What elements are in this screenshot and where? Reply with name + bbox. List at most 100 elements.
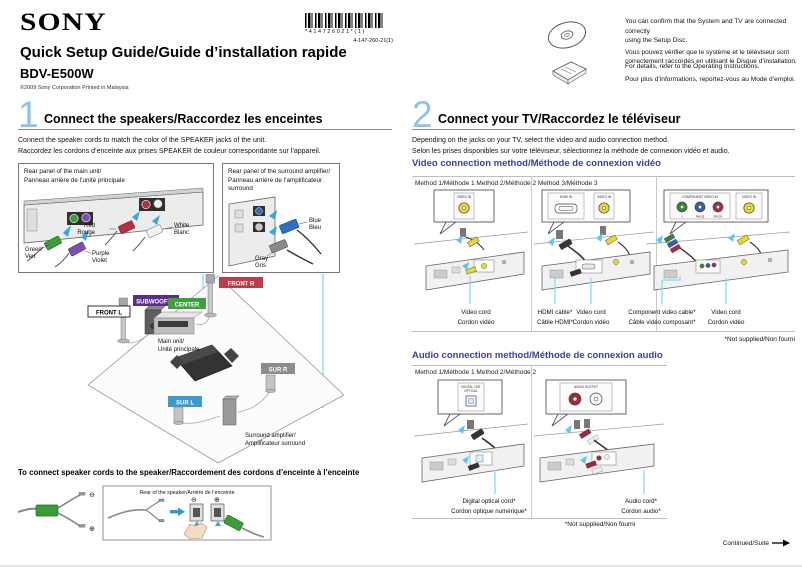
svg-text:FRONT R: FRONT R: [228, 282, 255, 288]
video-in-jack-label: VIDEO IN: [457, 195, 472, 199]
purple-label-fr: Violet: [92, 258, 107, 264]
amp-panel-caption-fr1: Panneau arrière de l’amplificateur: [228, 176, 323, 184]
subwoofer-badge: SUBWOOFER: [133, 295, 179, 306]
operating-instructions-icon: [552, 61, 587, 85]
main-unit-label-fr: Unité principale: [158, 347, 200, 353]
video-method3-illustration: COMPONENT VIDEO IN Y PB/CB PR/CR VIDEO I…: [645, 189, 791, 304]
page-title: Quick Setup Guide/Guide d’installation r…: [20, 44, 347, 61]
svg-text:SUR L: SUR L: [176, 401, 194, 407]
audio-cord-caption: Audio cord* Cordon audio*: [596, 497, 686, 516]
minus-terminal-icon: ⊖: [191, 497, 197, 504]
disc-note-fr-2: correctement raccordés en utilisant le D…: [625, 58, 797, 65]
disc-note-en-1: You can confirm that the System and TV a…: [625, 18, 787, 35]
video-cord-caption: Video cord Cordon vidéo: [441, 308, 511, 327]
rear-of-speaker-caption: Rear of the speaker/Arrière de l’enceint…: [139, 490, 234, 496]
audio-method2-illustration: AUDIO OUTPUT: [533, 379, 665, 494]
setup-disc-note: You can confirm that the System and TV a…: [625, 17, 797, 67]
video-cord-caption: Video cord Cordon vidéo: [561, 308, 621, 327]
continued-arrow-icon: [772, 539, 790, 547]
continued-label: Continued/Suite: [690, 539, 790, 547]
audio-methods-label: Method 1/Méthode 1 Method 2/Méthode 2: [415, 369, 537, 376]
video-method1-illustration: VIDEO IN: [413, 189, 529, 304]
surround-amp-rear-illustration: Blue Bleu Gray Gris: [228, 196, 322, 269]
video-in-jack-label: VIDEO IN: [742, 195, 757, 199]
disc-note-fr-1: Vous pouvez vérifier que le système et l…: [625, 48, 790, 56]
svg-text:FRONT L: FRONT L: [96, 311, 122, 317]
audio-output-jack-label: AUDIO OUTPUT: [574, 385, 598, 389]
sur-right-speaker: [265, 374, 276, 393]
front-l-badge: FRONT L: [87, 305, 131, 318]
white-label-en: White: [174, 223, 190, 229]
part-number: 4-147-260-21(1): [353, 38, 393, 44]
green-label-en: Green: [25, 247, 42, 253]
video-methods-label: Method 1/Méthode 1 Method 2/Méthode 2 Me…: [415, 180, 598, 187]
video-cord-en: Video cord: [576, 309, 606, 316]
barcode-digits: *414726021*(1): [305, 29, 366, 35]
center-badge: CENTER: [168, 298, 206, 309]
video-cord-fr: Cordon vidéo: [572, 318, 610, 326]
video-method2-illustration: HDMI IN VIDEO IN: [533, 189, 655, 304]
hdmi-cable-en: HDMI cable*: [537, 309, 573, 316]
red-label-en: Red: [84, 223, 95, 229]
audio-box-top-line: [412, 365, 667, 366]
section1-number: 1: [18, 94, 39, 135]
purple-label-en: Purple: [92, 251, 110, 257]
video-cord-caption: Video cord Cordon vidéo: [696, 308, 756, 327]
audio-box-bottom-line: [412, 518, 667, 519]
section1-intro: Connect the speaker cords to match the c…: [18, 135, 398, 157]
optical-jack-label: OPTICAL: [464, 389, 478, 393]
green-label-fr: Vert: [25, 254, 36, 260]
section1-rule: [18, 129, 392, 130]
section1-heading: Connect the speakers/Raccordez les encei…: [44, 112, 323, 126]
digital-optical-cord-en: Digital optical cord*: [462, 498, 516, 505]
section2-intro-en: Depending on the jacks on your TV, selec…: [412, 137, 669, 144]
video-divider-2: [656, 176, 657, 331]
section2-intro: Depending on the jacks on your TV, selec…: [412, 135, 797, 157]
video-cord-fr: Cordon vidéo: [707, 318, 745, 326]
component-pb-label: PB/CB: [696, 215, 705, 219]
audio-divider: [531, 365, 532, 518]
main-unit-label-en: Main unit/: [158, 339, 184, 345]
sur-l-badge: SUR L: [168, 396, 202, 407]
white-label-fr: Blanc: [174, 230, 189, 236]
amp-label-fr: Amplificateur surround: [245, 441, 305, 447]
component-cable-fr: Câble vidéo composant*: [628, 318, 696, 326]
component-y-label: Y: [681, 215, 683, 219]
plus-terminal-icon: ⊕: [89, 526, 95, 533]
sur-left-speaker: [173, 406, 184, 425]
video-cord-fr: Cordon vidéo: [457, 318, 495, 326]
front-right-speaker: [204, 274, 217, 318]
plus-terminal-icon: ⊕: [214, 497, 220, 504]
gray-label-en: Gray: [255, 256, 268, 262]
main-unit-rear-panel-box: Rear panel of the main unit/ Panneau arr…: [18, 163, 214, 273]
continued-text: Continued/Suite: [722, 539, 769, 547]
audio-method1-illustration: DIGITAL OUT OPTICAL: [413, 379, 529, 494]
connect-tip-heading: To connect speaker cords to the speaker/…: [18, 468, 360, 477]
digital-out-jack-label: DIGITAL OUT: [461, 385, 481, 389]
component-cable-caption: Component video cable* Câble vidéo compo…: [618, 308, 706, 327]
minus-terminal-icon: ⊖: [89, 492, 95, 499]
audio-method-heading: Audio connection method/Méthode de conne…: [412, 350, 663, 361]
speaker-cord-connection-illustration: ⊖ ⊕ Rear of the speaker/Arrière de l’enc…: [18, 485, 272, 541]
sur-r-badge: SUR R: [261, 363, 295, 374]
video-method-heading: Video connection method/Méthode de conne…: [412, 158, 661, 169]
digital-optical-cord-fr: Cordon optique numérique*: [451, 507, 527, 515]
video-cord-en: Video cord: [461, 309, 491, 316]
disc-note-en-2: using the Setup Disc.: [625, 37, 688, 44]
sony-logo: SONY: [20, 9, 107, 36]
barcode: *414726021*(1) 4-147-260-21(1): [305, 13, 397, 44]
copyright-line: ©2009 Sony Corporation Printed in Malays…: [20, 85, 129, 91]
hand-pressing-icon: [183, 522, 208, 540]
amp-label-en: Surround amplifier/: [245, 433, 296, 439]
video-not-supplied-note: *Not supplied/Non fourni: [724, 336, 795, 343]
blue-label-fr: Bleu: [309, 225, 321, 231]
video-box-bottom-line: [412, 331, 795, 332]
section2-heading: Connect your TV/Raccordez le téléviseur: [438, 112, 681, 126]
hdmi-cable-caption: HDMI cable* Câble HDMI*: [524, 308, 586, 327]
hdmi-in-jack-label: HDMI IN: [560, 195, 573, 199]
digital-optical-cord-caption: Digital optical cord* Cordon optique num…: [430, 497, 548, 516]
audio-cord-fr: Cordon audio*: [621, 507, 661, 515]
front-r-badge: FRONT R: [219, 277, 263, 288]
audio-not-supplied-note: *Not supplied/Non fourni: [564, 521, 636, 528]
